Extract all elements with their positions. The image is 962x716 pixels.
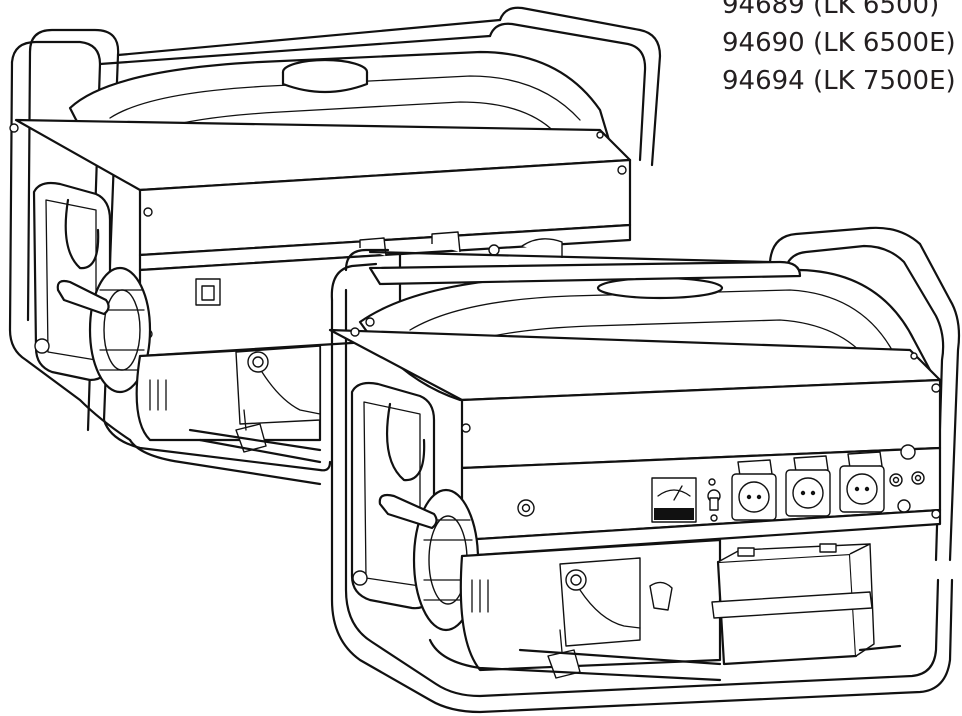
start-switch-icon — [707, 478, 721, 522]
battery-icon — [711, 543, 875, 666]
model-number: 94694 (LK 7500E) — [722, 66, 956, 96]
generator-electric-start — [328, 226, 961, 714]
voltmeter-icon — [651, 477, 697, 523]
power-outlet-2-icon — [785, 455, 831, 517]
model-number-list: 94689 (LK 6500) 94690 (LK 6500E) 94694 (… — [722, 0, 962, 100]
model-number: 94689 (LK 6500) — [722, 0, 940, 20]
power-outlet-1-icon — [731, 459, 777, 521]
power-outlet-3-icon — [839, 451, 885, 513]
dc-fuse-icon — [897, 499, 911, 513]
model-number: 94690 (LK 6500E) — [722, 28, 956, 58]
breaker-icon — [900, 444, 916, 460]
